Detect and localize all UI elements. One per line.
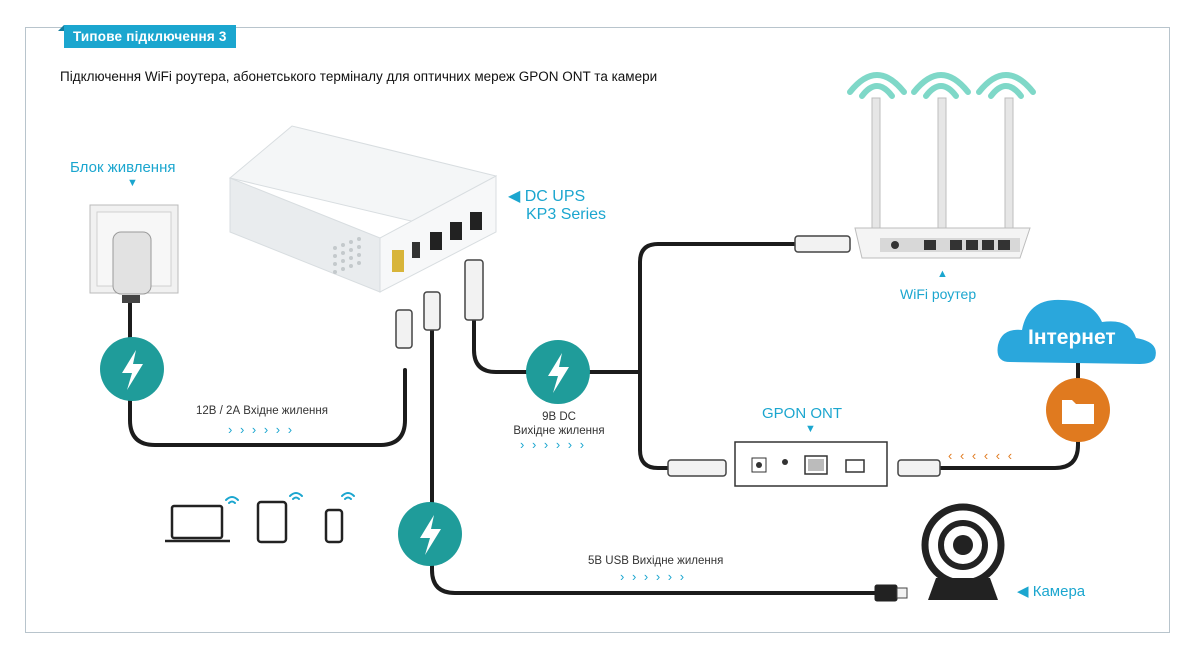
camera-device [921, 503, 1005, 600]
camera-label: ◀ Камера [1017, 583, 1086, 600]
dc-ups-device [228, 125, 498, 293]
power-supply-marker: ▼ [127, 177, 138, 189]
router-plug [794, 235, 851, 253]
dc-output-cable [472, 318, 642, 374]
output-9v-label-line1: 9В DC [542, 411, 576, 423]
power-supply-label: Блок живлення [70, 159, 176, 176]
laptop-icon [165, 504, 230, 543]
gpon-marker: ▼ [805, 423, 816, 435]
wifi-router-device [854, 97, 1031, 259]
usb-cable [430, 328, 877, 595]
wifi-icon [847, 72, 1036, 99]
input-power-arrows: › › › › › › [228, 422, 295, 437]
phone-icon [324, 508, 344, 544]
tablet-icon [256, 500, 288, 544]
gpon-ont-device [734, 441, 888, 487]
router-cable [638, 242, 797, 374]
cloud-icon [997, 299, 1156, 364]
fiber-cable [938, 358, 1080, 470]
input-power-label: 12В / 2А Вхідне жилення [196, 405, 328, 417]
internet-arrows: ‹ ‹ ‹ ‹ ‹ ‹ [948, 448, 1015, 463]
power-supply-adapter [89, 204, 179, 303]
camera-plug [874, 584, 908, 602]
usb-5v-label: 5В USB Вихідне жилення [588, 555, 724, 567]
ups-plugs [395, 259, 484, 349]
diagram-subtitle: Підключення WiFi роутера, абонетського т… [60, 69, 658, 84]
diagram-frame [25, 27, 1170, 633]
lightning-bolt-icon-usb [398, 502, 462, 566]
lightning-bolt-icon-output [526, 340, 590, 404]
gpon-cable [638, 370, 670, 470]
folder-icon [1046, 378, 1110, 442]
input-power-cable [128, 298, 407, 447]
output-9v-arrows: › › › › › › [520, 437, 587, 452]
internet-label: Інтернет [1028, 326, 1116, 349]
usb-5v-arrows: › › › › › › [620, 569, 687, 584]
gpon-plugs [667, 459, 941, 477]
lightning-bolt-icon-input [100, 337, 164, 401]
ups-label-line1: ◀ DC UPS [508, 188, 586, 205]
output-9v-label-line2: Вихідне жилення [513, 425, 605, 437]
section-tag: Типове підключення 3 [58, 25, 236, 48]
gpon-ont-label: GPON ONT [762, 405, 843, 422]
wifi-router-label: WiFi роутер [900, 286, 977, 302]
ups-label-line2: KP3 Series [526, 206, 607, 223]
router-marker: ▲ [937, 268, 948, 280]
device-wifi-icons [225, 492, 355, 504]
cables [128, 242, 1080, 595]
